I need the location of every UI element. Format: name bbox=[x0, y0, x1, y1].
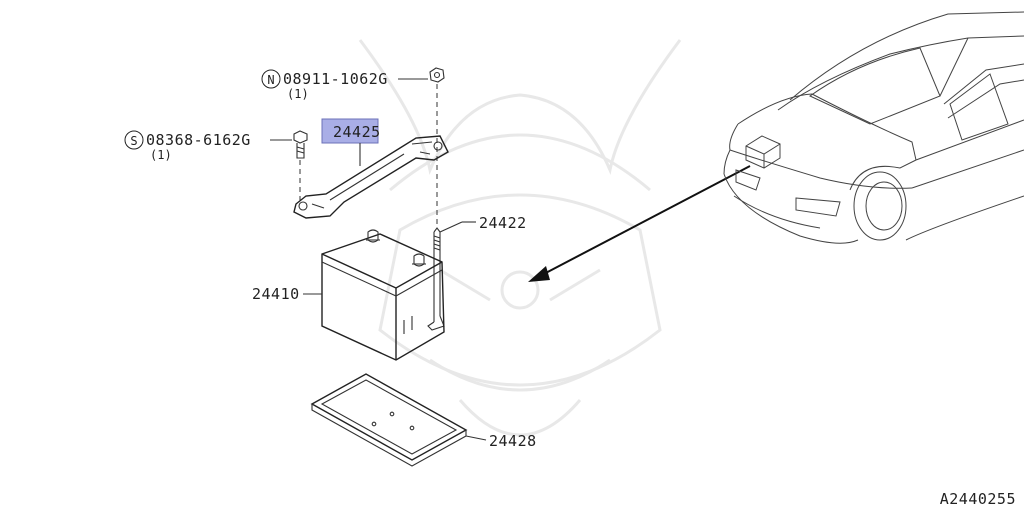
clamp-callout: 24425 bbox=[321, 118, 381, 166]
hold-down-rod-drawing bbox=[427, 227, 445, 331]
bolt-quantity: (1) bbox=[150, 148, 172, 162]
location-arrow bbox=[528, 165, 751, 282]
bolt-part-number[interactable]: 08368-6162G bbox=[146, 131, 251, 149]
tray-part-number[interactable]: 24428 bbox=[489, 432, 537, 450]
clamp-highlight bbox=[321, 118, 379, 144]
clamp-part-number[interactable]: 24425 bbox=[333, 123, 381, 141]
bolt-callout: S 08368-6162G (1) bbox=[124, 130, 292, 162]
nut-quantity: (1) bbox=[287, 87, 309, 101]
tray-callout: 24428 bbox=[465, 432, 537, 450]
battery-clamp-drawing bbox=[293, 135, 449, 219]
battery-part-number[interactable]: 24410 bbox=[252, 285, 300, 303]
nut-part-number[interactable]: 08911-1062G bbox=[283, 70, 388, 88]
diagram-id: A2440255 bbox=[940, 490, 1016, 508]
nut-symbol-circle bbox=[261, 69, 281, 89]
rod-part-number[interactable]: 24422 bbox=[479, 214, 527, 232]
nut-symbol: N bbox=[267, 73, 274, 87]
battery-drawing bbox=[321, 229, 445, 361]
nut-callout: N 08911-1062G (1) bbox=[261, 69, 428, 101]
bolt-symbol: S bbox=[130, 134, 137, 148]
rod-callout: 24422 bbox=[439, 214, 527, 233]
nut-drawing bbox=[429, 67, 445, 228]
watermark-emblem bbox=[358, 39, 682, 437]
bolt-drawing bbox=[293, 130, 308, 200]
vehicle-drawing bbox=[723, 11, 1024, 244]
battery-tray-drawing bbox=[310, 373, 468, 467]
battery-callout: 24410 bbox=[252, 285, 322, 303]
bolt-symbol-circle bbox=[124, 130, 144, 150]
